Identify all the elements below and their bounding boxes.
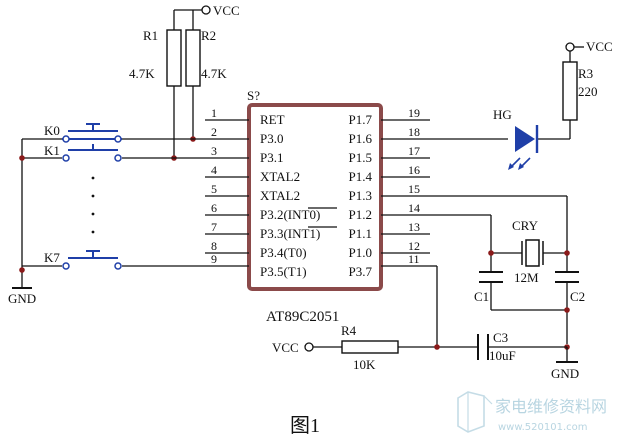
pin-number: 17 <box>408 144 420 158</box>
pin-name: P1.7 <box>349 112 373 127</box>
pin-number: 14 <box>408 201 420 215</box>
crystal-symbol <box>521 239 544 267</box>
crystal-value: 12M <box>514 270 539 285</box>
k0-ref: K0 <box>44 123 60 138</box>
pin-number: 5 <box>211 182 217 196</box>
vcc-label: VCC <box>213 3 240 18</box>
pin-name: P3.2(INT0) <box>260 207 320 222</box>
pin-name: P3.5(T1) <box>260 264 307 279</box>
pin-number: 1 <box>211 106 217 120</box>
pin-name: P3.1 <box>260 150 283 165</box>
pin-number: 9 <box>211 252 217 266</box>
pin-name: P1.2 <box>349 207 372 222</box>
chip-body <box>247 103 383 291</box>
pin-name: P3.3(INT1) <box>260 226 320 241</box>
r3-resistor <box>562 61 578 121</box>
watermark-url: www.520101.com <box>498 422 588 433</box>
r4-resistor <box>341 340 399 354</box>
pin-number: 15 <box>408 182 420 196</box>
c3-ref: C3 <box>493 330 508 345</box>
pin-name: RET <box>260 112 285 127</box>
r2-ref: R2 <box>201 28 216 43</box>
pin-name: P1.0 <box>349 245 372 260</box>
vcc-terminal <box>565 42 575 52</box>
pin-number: 3 <box>211 144 217 158</box>
pin-number: 8 <box>211 239 217 253</box>
vcc-terminal <box>304 342 314 352</box>
pin-number: 12 <box>408 239 420 253</box>
crystal-ref: CRY <box>512 218 539 233</box>
right-pin-leads <box>381 119 430 267</box>
pin-name: P1.4 <box>349 169 373 184</box>
k7-ref: K7 <box>44 250 60 265</box>
c1-capacitor <box>479 271 503 283</box>
c1-ref: C1 <box>474 289 489 304</box>
r1-ref: R1 <box>143 28 158 43</box>
junction-dot <box>19 267 25 273</box>
watermark-logo <box>457 391 493 433</box>
pin-number: 13 <box>408 220 420 234</box>
pin-number: 18 <box>408 125 420 139</box>
junction-dot <box>434 344 440 350</box>
pin-number: 7 <box>211 220 217 234</box>
pin-name: P1.5 <box>349 150 372 165</box>
pin-name: P3.4(T0) <box>260 245 307 260</box>
watermark-title: 家电维修资料网 <box>495 397 607 416</box>
pin-number: 16 <box>408 163 420 177</box>
led-symbol <box>508 125 539 170</box>
chip-designator: S? <box>247 88 260 103</box>
pullup-wires <box>173 9 202 158</box>
r4-ref: R4 <box>341 323 357 338</box>
k1-switch <box>62 144 122 162</box>
pin-number: 4 <box>211 163 217 177</box>
r2-resistor <box>185 29 201 87</box>
r3-value: 220 <box>578 84 598 99</box>
junction-dot <box>19 155 25 161</box>
vcc-terminal <box>201 5 211 15</box>
pin-name: P3.7 <box>349 264 373 279</box>
gnd-label-right: GND <box>551 366 579 381</box>
pin-number: 2 <box>211 125 217 139</box>
pin-name: P1.1 <box>349 226 372 241</box>
junction-dot <box>488 250 494 256</box>
pin-name: P3.0 <box>260 131 283 146</box>
c2-ref: C2 <box>570 289 585 304</box>
pin-name: P1.6 <box>349 131 373 146</box>
chip-name: AT89C2051 <box>266 309 339 325</box>
figure-caption: 图1 <box>290 415 320 437</box>
k0-switch <box>62 123 122 143</box>
switch-ellipsis <box>91 176 95 234</box>
vcc-label-reset: VCC <box>272 340 299 355</box>
led-wires <box>430 47 571 140</box>
c3-capacitor <box>477 334 489 360</box>
led-ref: HG <box>493 107 512 122</box>
left-pin-leads <box>205 119 249 267</box>
pin-name: P1.3 <box>349 188 372 203</box>
k1-ref: K1 <box>44 143 60 158</box>
r4-value: 10K <box>353 357 376 372</box>
pin-name: XTAL2 <box>260 169 300 184</box>
c3-value: 10uF <box>489 348 516 363</box>
r3-ref: R3 <box>578 66 593 81</box>
junction-dot <box>564 307 570 313</box>
r2-value: 4.7K <box>201 66 227 81</box>
pin-number: 19 <box>408 106 420 120</box>
pin-number: 6 <box>211 201 217 215</box>
pin-number: 11 <box>408 252 420 266</box>
pin-name: XTAL2 <box>260 188 300 203</box>
k7-switch <box>62 250 122 270</box>
c2-capacitor <box>555 271 579 283</box>
gnd-label-left: GND <box>8 291 36 306</box>
r1-value: 4.7K <box>129 66 155 81</box>
r1-resistor <box>166 29 182 87</box>
vcc-label-r3: VCC <box>586 39 613 54</box>
crystal-wires <box>430 195 568 344</box>
junction-dot <box>564 250 570 256</box>
switch-bus <box>21 138 205 288</box>
